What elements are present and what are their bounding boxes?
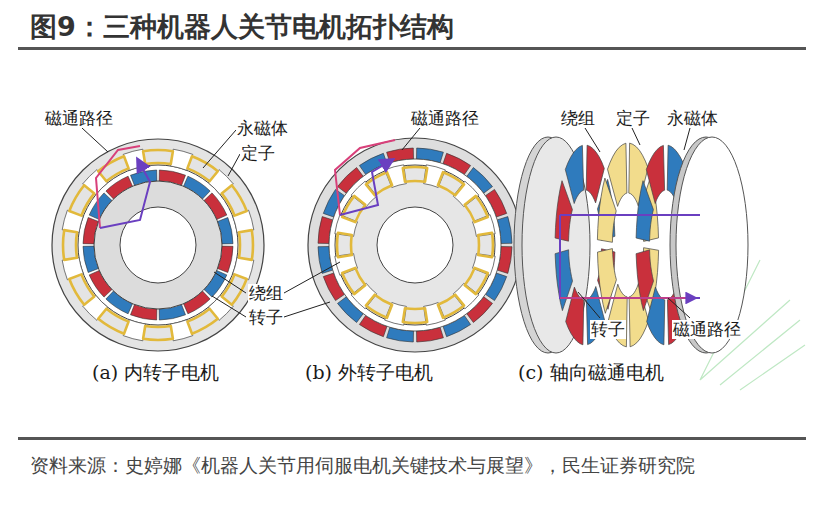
axial-flux-motor	[514, 137, 748, 353]
part-label: 转子	[248, 308, 284, 327]
stator-slot	[83, 295, 108, 320]
rotor	[308, 138, 522, 352]
part-label: 磁通路径	[672, 320, 742, 339]
winding-coil	[222, 185, 247, 215]
inner-rotor-motor	[52, 139, 264, 351]
air-gap	[329, 159, 501, 331]
subfigure-caption: (c) 轴向磁通电机	[518, 362, 664, 383]
winding-coil	[403, 167, 427, 182]
flux-path	[340, 160, 392, 215]
winding-coil	[342, 268, 365, 294]
flux-path	[96, 146, 140, 228]
winding-coil	[478, 233, 493, 257]
subfigure-caption: (b) 外转子电机	[305, 362, 433, 383]
subfigure-caption: (a) 内转子电机	[92, 362, 219, 383]
shaft-hole	[377, 207, 453, 283]
permanent-magnet	[555, 181, 572, 242]
winding-coil	[337, 233, 352, 257]
winding-coil	[239, 230, 253, 260]
stator-slot	[208, 295, 233, 320]
winding-coil	[69, 274, 94, 304]
part-label: 磁通路径	[44, 109, 114, 128]
winding-coil	[465, 268, 488, 294]
winding-coil	[143, 150, 173, 164]
winding-coil	[403, 308, 427, 323]
footer-rule	[18, 437, 806, 440]
flux-path	[560, 215, 700, 298]
stator-bore	[78, 165, 238, 325]
part-label: 磁通路径	[410, 109, 480, 128]
permanent-magnet	[555, 250, 572, 311]
rotor-disk	[522, 137, 590, 353]
winding-coil	[98, 309, 128, 334]
winding-coil	[366, 172, 392, 195]
winding-coil	[187, 156, 217, 181]
rotor-core	[94, 181, 222, 309]
permanent-magnet	[636, 250, 653, 311]
stator-slot	[83, 170, 108, 195]
stator-winding	[608, 143, 627, 206]
winding-coil	[366, 295, 392, 318]
part-label: 定子	[615, 109, 651, 128]
part-label: 转子	[590, 320, 626, 339]
flux-path	[560, 297, 695, 299]
part-label: 永磁体	[666, 109, 719, 128]
stator-winding	[598, 249, 617, 314]
permanent-magnet	[565, 145, 583, 203]
flux-path	[100, 160, 150, 228]
outer-rotor-motor	[308, 138, 522, 352]
permanent-magnet	[636, 181, 653, 242]
part-label: 永磁体	[236, 119, 289, 138]
flux-path	[335, 140, 395, 215]
source-note: 资料来源：史婷娜《机器人关节用伺服电机关键技术与展望》，民生证券研究院	[30, 449, 805, 482]
winding-coil	[63, 230, 77, 260]
stator	[335, 165, 495, 325]
leader-lines	[82, 128, 690, 318]
shaft-hole	[120, 207, 196, 283]
winding-coil	[69, 185, 94, 215]
permanent-magnet	[646, 145, 664, 203]
part-label: 定子	[240, 144, 276, 163]
permanent-magnet	[647, 287, 665, 345]
winding-coil	[465, 196, 488, 222]
part-label: 绕组	[560, 109, 596, 128]
part-label: 绕组	[248, 284, 284, 303]
winding-coil	[187, 309, 217, 334]
winding-coil	[438, 295, 464, 318]
figure-title: 图9：三种机器人关节电机拓扑结构	[30, 11, 454, 43]
title-rule	[18, 47, 806, 50]
winding-coil	[438, 172, 464, 195]
stator	[52, 139, 264, 351]
winding-coil	[143, 326, 173, 340]
